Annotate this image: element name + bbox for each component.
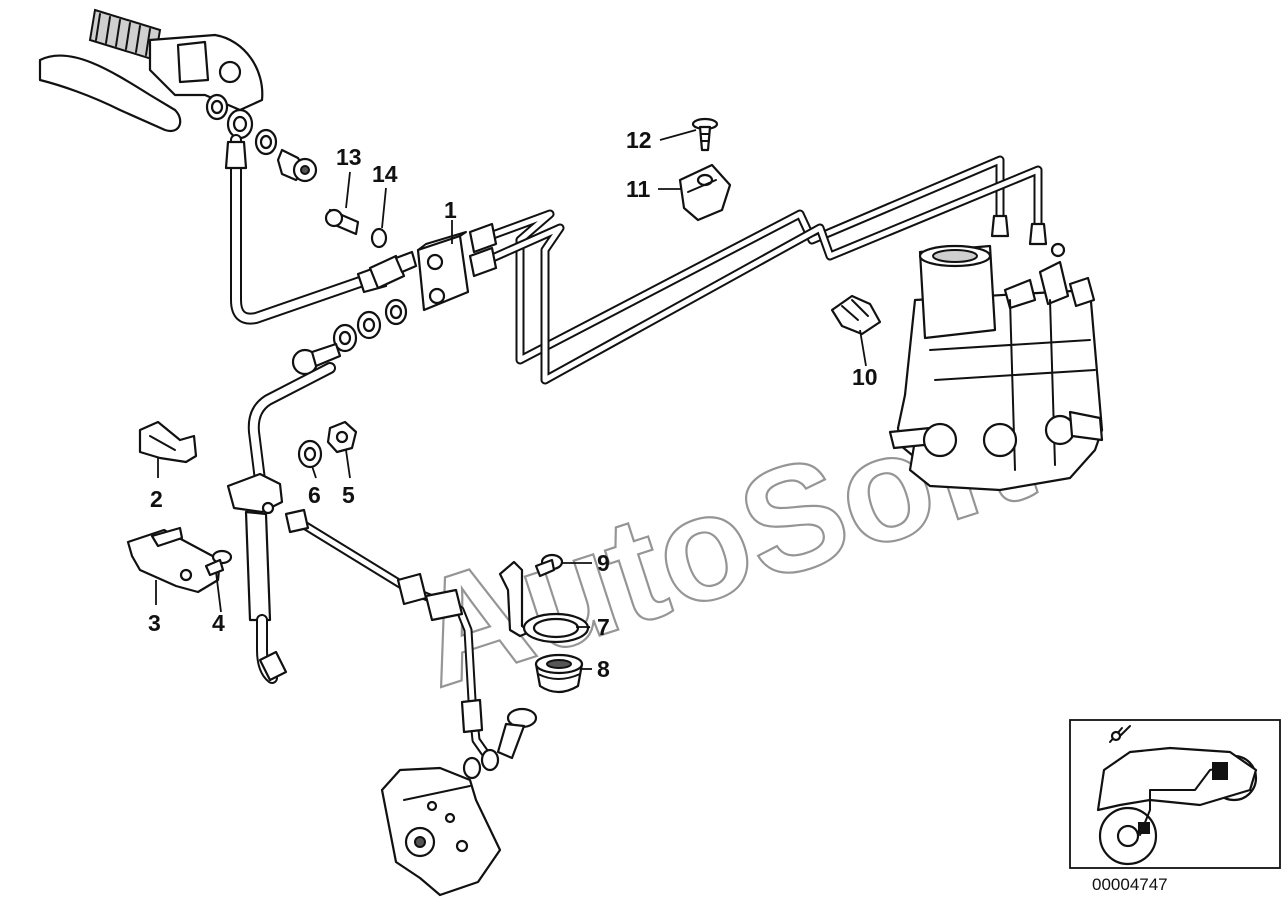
screw-9 (534, 553, 564, 578)
callout-2: 2 (150, 486, 163, 512)
washer-6 (297, 439, 323, 469)
handlebar-brake-lever (38, 8, 264, 133)
brake-hose-upper (224, 134, 388, 325)
distributor-bracket-1 (416, 231, 470, 312)
bracket-with-ring-7 (498, 560, 590, 644)
callout-11: 11 (626, 176, 651, 202)
reference-number: 00004747 (1092, 875, 1168, 894)
callout-9: 9 (597, 550, 610, 576)
brake-line-rear (284, 508, 495, 765)
washer-14 (370, 227, 388, 249)
callout-5: 5 (342, 482, 355, 508)
screw-12 (691, 117, 719, 152)
banjo-bolt-lower (496, 707, 538, 760)
callout-4: 4 (212, 610, 225, 636)
pipe-clip-10 (830, 294, 882, 336)
banjo-fitting-upper (205, 93, 318, 183)
sealing-rings-middle (332, 298, 408, 353)
banjo-bolt-middle (291, 342, 342, 376)
brake-hose-tee (226, 362, 336, 684)
pipe-holder-11 (678, 163, 732, 222)
callout-6: 6 (308, 482, 321, 508)
holder-plate-3 (126, 526, 222, 594)
location-inset (1069, 719, 1281, 869)
callout-13: 13 (336, 144, 362, 170)
abs-pressure-modulator (888, 242, 1104, 492)
grommet-8 (534, 653, 584, 694)
callout-10: 10 (852, 364, 878, 390)
brake-pipes-to-abs (468, 155, 1048, 385)
callout-1: 1 (444, 197, 457, 223)
callout-14: 14 (372, 161, 398, 187)
callout-12: 12 (626, 127, 652, 153)
callout-3: 3 (148, 610, 161, 636)
callout-8: 8 (597, 656, 610, 682)
brake-caliper (380, 748, 502, 897)
union-fitting (368, 250, 418, 290)
screw-4 (204, 549, 233, 577)
leader-lines (155, 129, 867, 670)
nut-5 (326, 420, 358, 454)
callout-7: 7 (597, 614, 610, 640)
clip-2 (138, 420, 198, 464)
bolt-13 (324, 208, 360, 236)
callout-labels: 1 2 3 4 5 6 7 8 9 10 11 12 13 14 (148, 127, 878, 682)
